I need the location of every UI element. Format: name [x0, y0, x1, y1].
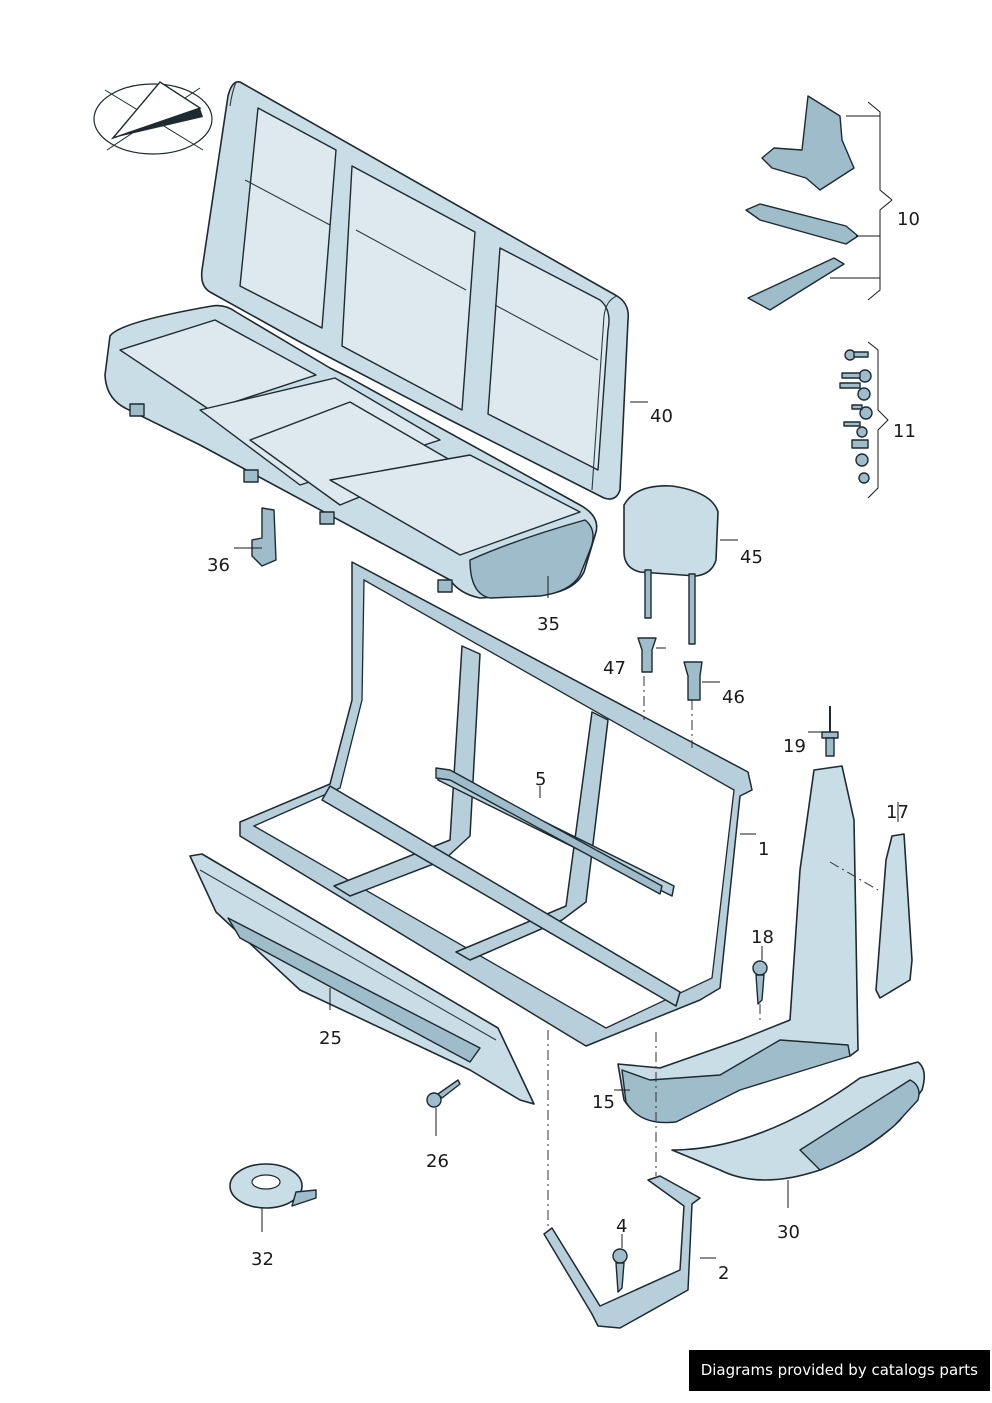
label-36: 36	[207, 555, 230, 576]
label-11: 11	[893, 421, 916, 442]
label-17: 17	[886, 802, 909, 823]
label-25: 25	[319, 1028, 342, 1049]
backrest	[200, 80, 630, 500]
foot-trim	[671, 1061, 926, 1181]
label-45: 45	[740, 547, 763, 568]
label-35: 35	[537, 614, 560, 635]
screw-4	[612, 1248, 628, 1293]
trim-strip	[189, 853, 535, 1105]
headrest-guide-46	[683, 661, 703, 701]
footer-credit: Diagrams provided by catalogs parts	[688, 1350, 990, 1391]
label-40: 40	[650, 406, 673, 427]
label-47: 47	[603, 658, 626, 679]
orientation-arrow-icon	[93, 81, 213, 155]
label-32: 32	[251, 1249, 274, 1270]
bracket-set	[745, 95, 859, 311]
label-5: 5	[535, 769, 546, 790]
side-trim	[617, 765, 859, 1124]
screw-set	[839, 349, 873, 484]
label-46: 46	[722, 687, 745, 708]
cover-panel	[875, 833, 913, 999]
alignment-lines	[547, 676, 879, 1226]
label-2: 2	[718, 1263, 729, 1284]
headrest	[623, 485, 719, 645]
label-30: 30	[777, 1222, 800, 1243]
rivet	[821, 706, 839, 757]
label-10: 10	[897, 209, 920, 230]
support-leg	[543, 1175, 701, 1329]
label-4: 4	[616, 1216, 627, 1237]
screw-18	[752, 960, 768, 1005]
label-1: 1	[758, 839, 769, 860]
label-19: 19	[783, 736, 806, 757]
label-26: 26	[426, 1151, 449, 1172]
leader-lines	[234, 101, 899, 1259]
cross-tube	[435, 767, 663, 895]
seat-cushion	[104, 304, 598, 599]
part-labels: 40 35 36 45 47 46 5 1 19 17 18 25 26 15 …	[207, 209, 920, 1284]
seat-bracket	[251, 507, 277, 567]
label-15: 15	[592, 1092, 615, 1113]
tape-roll	[229, 1163, 317, 1209]
label-18: 18	[751, 927, 774, 948]
headrest-guide-47	[637, 637, 657, 673]
screw-26	[426, 1079, 461, 1108]
